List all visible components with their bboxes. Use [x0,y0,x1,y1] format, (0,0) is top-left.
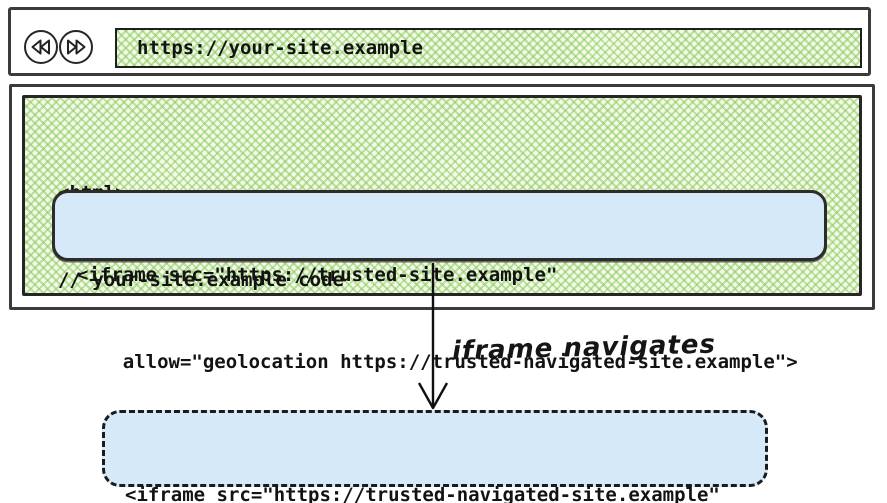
back-icon [28,34,54,60]
code-line-comment: // your-site.example code [58,269,344,291]
iframe-code-line: <iframe src="https://trusted-site.exampl… [77,264,558,286]
forward-button[interactable] [59,30,93,64]
address-bar[interactable]: https://your-site.example [115,28,862,68]
iframe-code-line: allow="geolocation https://trusted-navig… [77,351,798,373]
back-button[interactable] [24,30,58,64]
address-url: https://your-site.example [137,36,423,59]
navigation-arrow [417,263,449,410]
iframe-snippet-box: <iframe src="https://trusted-site.exampl… [52,190,827,373]
browser-viewport: <html> // your-site.example code <iframe… [9,84,875,373]
browser-chrome-bar: https://your-site.example [8,7,871,76]
page-content-area: <html> // your-site.example code <iframe… [22,95,862,373]
navigated-iframe-snippet-box: <iframe src="https://trusted-navigated-s… [102,410,768,503]
iframe-code-line: <iframe src="https://trusted-navigated-s… [125,484,720,503]
forward-icon [63,34,89,60]
